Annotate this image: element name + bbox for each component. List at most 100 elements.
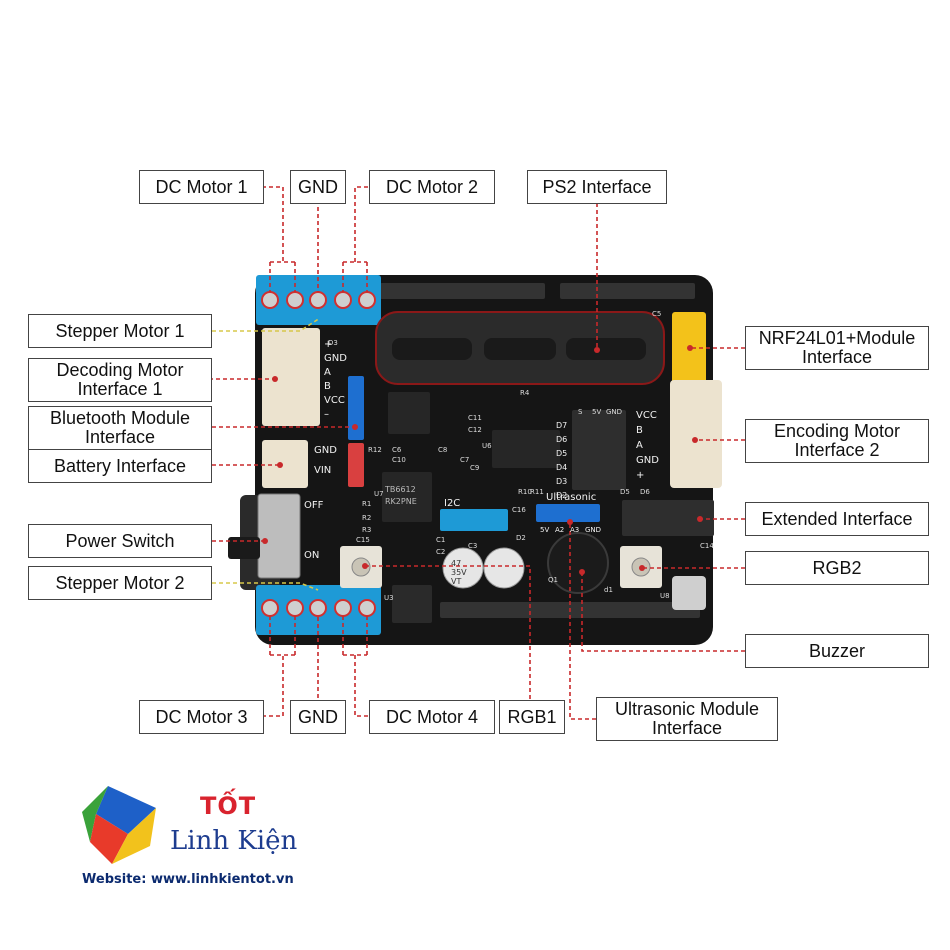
label-rgb1: RGB1 — [499, 700, 565, 734]
power-switch — [228, 493, 301, 579]
silk-d-pin: D7 — [556, 421, 567, 430]
label-dc-motor-3: DC Motor 3 — [139, 700, 264, 734]
silk-i2c-label: I2C — [444, 498, 460, 509]
silk-decoding-pin: + — [324, 339, 332, 350]
silk-reference-designator: U6 — [482, 442, 492, 450]
silk-chip-text: RK2PNE — [385, 497, 417, 506]
silk-capacitor-text: 47 — [451, 559, 461, 568]
silk-ultrasonic-pin: A3 — [570, 526, 579, 534]
label-dc-motor-1: DC Motor 1 — [139, 170, 264, 204]
brand-top-text: TỐT — [200, 792, 257, 820]
silk-reference-designator: R4 — [520, 389, 530, 397]
silk-battery-pin: GND — [314, 445, 337, 456]
silk-reference-designator: C12 — [468, 426, 482, 434]
silk-d-pin: D3 — [556, 477, 567, 486]
chip-upper — [388, 392, 430, 434]
silk-reference-designator: C10 — [392, 456, 406, 464]
silk-reference-designator: R10 — [518, 488, 532, 496]
silk-reference-designator: U8 — [660, 592, 670, 600]
silk-d-pin: D2 — [556, 491, 567, 500]
label-decoding-motor-interface-1: Decoding Motor Interface 1 — [28, 358, 212, 402]
silk-encoding-pin: + — [636, 470, 644, 481]
decoding-motor-connector — [262, 328, 320, 426]
label-stepper-motor-1: Stepper Motor 1 — [28, 314, 212, 348]
silk-reference-designator: C11 — [468, 414, 482, 422]
ps2-connector — [375, 311, 665, 385]
silk-reference-designator: GND — [606, 408, 622, 416]
silk-reference-designator: D6 — [640, 488, 650, 496]
silk-decoding-pin: GND — [324, 353, 347, 364]
capacitors — [442, 547, 525, 589]
silk-chip-text: TB6612 — [384, 485, 416, 494]
silk-reference-designator: R12 — [368, 446, 382, 454]
silk-switch-mark: ON — [304, 550, 319, 561]
silk-decoding-pin: VCC — [324, 395, 345, 406]
label-extended-interface: Extended Interface — [745, 502, 929, 536]
silk-d-pin: D5 — [556, 449, 567, 458]
silk-decoding-pin: A — [324, 367, 331, 378]
silk-reference-designator: C7 — [460, 456, 469, 464]
silk-reference-designator: C2 — [436, 548, 445, 556]
brand-name-text: Linh Kiện — [170, 826, 298, 856]
label-battery-interface: Battery Interface — [28, 449, 212, 483]
silk-switch-mark: OFF — [304, 500, 324, 511]
silk-capacitor-text: 35V — [451, 568, 467, 577]
label-gnd-top: GND — [290, 170, 346, 204]
silk-reference-designator: C3 — [468, 542, 477, 550]
silk-reference-designator: D5 — [620, 488, 630, 496]
silk-reference-designator: d1 — [604, 586, 613, 594]
extended-header — [622, 500, 714, 536]
silk-reference-designator: U7 — [374, 490, 384, 498]
silk-d-pin: D6 — [556, 435, 567, 444]
silk-reference-designator: C5 — [652, 310, 661, 318]
silk-reference-designator: R3 — [362, 526, 371, 534]
silk-encoding-pin: A — [636, 440, 643, 451]
leader-dots — [262, 345, 703, 575]
silk-ultrasonic-pin: A2 — [555, 526, 564, 534]
ultrasonic-header — [536, 504, 600, 522]
silk-reference-designator: C15 — [356, 536, 370, 544]
buzzer-component — [547, 532, 609, 594]
label-stepper-motor-2: Stepper Motor 2 — [28, 566, 212, 600]
silk-encoding-pin: VCC — [636, 410, 657, 421]
silk-capacitor-text: VT — [451, 577, 461, 586]
chip-u6 — [492, 430, 560, 468]
red-jumper — [348, 443, 364, 487]
rgb-led-1 — [340, 546, 382, 588]
label-ultrasonic-module-interface: Ultrasonic Module Interface — [596, 697, 778, 741]
battery-connector — [262, 440, 308, 488]
silk-reference-designator: C6 — [392, 446, 402, 454]
silk-encoding-pin: GND — [636, 455, 659, 466]
label-ps2-interface: PS2 Interface — [527, 170, 667, 204]
silk-ultrasonic-pin: GND — [585, 526, 601, 534]
silk-reference-designator: Q1 — [548, 576, 558, 584]
silk-reference-designator: U3 — [384, 594, 394, 602]
silk-reference-designator: R11 — [530, 488, 544, 496]
i2c-header — [440, 509, 508, 531]
top-header-pins — [380, 283, 695, 299]
top-terminal-block — [256, 275, 381, 325]
silk-battery-pin: VIN — [314, 465, 331, 476]
silk-d-pin: D4 — [556, 463, 567, 472]
label-rgb2: RGB2 — [745, 551, 929, 585]
leader-lines — [195, 186, 745, 720]
silk-reference-designator: R2 — [362, 514, 371, 522]
regulator-u3 — [392, 585, 432, 623]
silk-reference-designator: C9 — [470, 464, 479, 472]
label-encoding-motor-interface-2: Encoding Motor Interface 2 — [745, 419, 929, 463]
silk-reference-designator: C8 — [438, 446, 447, 454]
silk-reference-designator: 5V — [592, 408, 601, 416]
bluetooth-header — [348, 376, 364, 440]
label-dc-motor-2: DC Motor 2 — [369, 170, 495, 204]
silk-reference-designator: R1 — [362, 500, 371, 508]
silk-decoding-pin: B — [324, 381, 331, 392]
silk-reference-designator: C16 — [512, 506, 526, 514]
label-gnd-bottom: GND — [290, 700, 346, 734]
encoding-motor-connector — [670, 380, 722, 488]
bottom-terminal-block — [256, 585, 381, 635]
silk-reference-designator: S — [578, 408, 583, 416]
digital-pin-header — [572, 410, 626, 490]
label-power-switch: Power Switch — [28, 524, 212, 558]
